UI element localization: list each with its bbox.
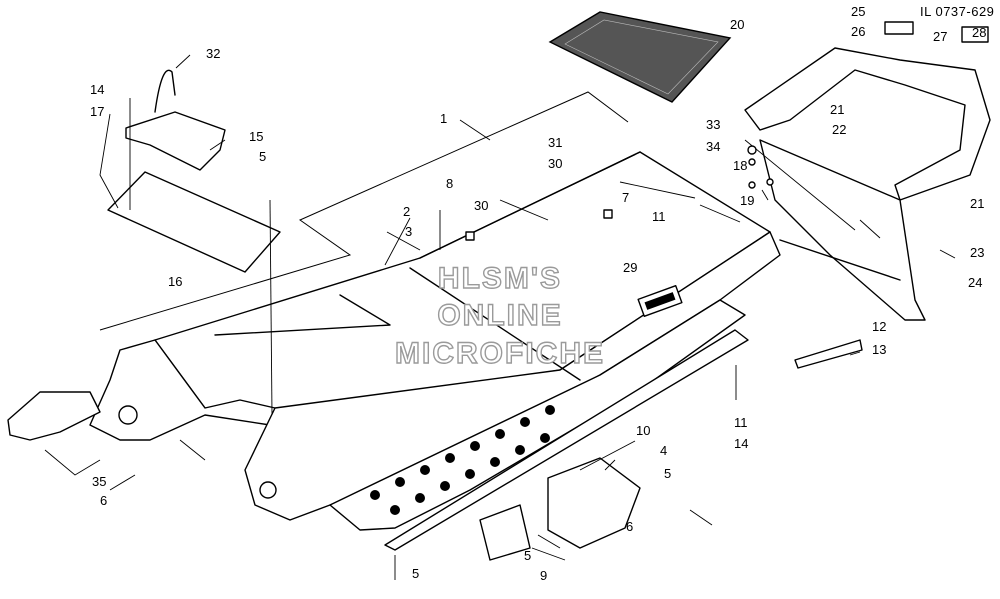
callout-24: 24: [968, 275, 982, 290]
callout-16: 16: [168, 274, 182, 289]
callout-6-right: 6: [626, 519, 633, 534]
washer-34: [748, 158, 756, 166]
grip-pad-20: [548, 11, 732, 103]
callout-5-right: 5: [664, 466, 671, 481]
bolt-19: [766, 178, 774, 186]
nut-33: [747, 145, 757, 155]
callout-11-bottom: 11: [734, 415, 748, 430]
heat-shield: [125, 111, 226, 171]
callout-26: 26: [851, 24, 865, 39]
illustration-reference: IL 0737-629: [920, 4, 994, 19]
callout-27: 27: [933, 29, 947, 44]
leader-line-5: [269, 199, 273, 416]
watermark-line-3: MICROFICHE: [395, 337, 605, 370]
grommet-30b: [465, 231, 475, 241]
decal-29-pattern: [644, 292, 676, 310]
callout-20: 20: [730, 17, 744, 32]
bolt-5d: [689, 509, 713, 526]
callout-32: 32: [206, 46, 220, 61]
rear-flap-24: [759, 139, 926, 321]
callout-11-top: 11: [652, 209, 666, 224]
callout-1: 1: [440, 111, 447, 126]
tunnel-group-bracket: [99, 91, 629, 331]
callout-21-right: 21: [970, 196, 984, 211]
tunnel-side-hole: [259, 481, 277, 499]
callout-29: 29: [623, 260, 637, 275]
tunnel-left-side-panel: [89, 339, 276, 441]
callout-5-bottom: 5: [412, 566, 419, 581]
callout-23: 23: [970, 245, 984, 260]
rear-bumper-assembly: [744, 21, 991, 321]
callout-5-plate: 5: [524, 548, 531, 563]
callout-12: 12: [872, 319, 886, 334]
callout-17: 17: [90, 104, 104, 119]
callout-10: 10: [636, 423, 650, 438]
tunnel-assembly: [89, 151, 781, 551]
callout-13: 13: [872, 342, 886, 357]
callout-34: 34: [706, 139, 720, 154]
callout-14-top: 14: [90, 82, 104, 97]
callout-31: 31: [548, 135, 562, 150]
callout-15: 15: [249, 129, 263, 144]
callout-19: 19: [740, 193, 754, 208]
tunnel-side-hole: [118, 405, 138, 425]
grommet-30: [603, 209, 613, 219]
hitch-bracket-4: [547, 457, 641, 549]
strap-32: [154, 69, 176, 113]
decal-25: [884, 21, 914, 35]
watermark-line-1: HLSM'S: [438, 262, 562, 295]
callout-leaders: [44, 54, 956, 561]
seat-base-plate: [107, 171, 281, 273]
bolt-6a: [179, 439, 206, 461]
tunnel-crease-line: [409, 267, 581, 381]
callout-7: 7: [622, 190, 629, 205]
callout-28: 28: [972, 25, 986, 40]
callout-14-bottom: 14: [734, 436, 748, 451]
bracket-12: [794, 339, 863, 369]
tunnel-triangle-decal-outline: [214, 294, 391, 336]
callout-6-left: 6: [100, 493, 107, 508]
bolt-18: [748, 181, 756, 189]
callout-4: 4: [660, 443, 667, 458]
callout-5-top: 5: [259, 149, 266, 164]
callout-9: 9: [540, 568, 547, 583]
plate-9: [479, 504, 531, 561]
rear-grab-handle: [744, 47, 991, 201]
running-board-holes: [370, 405, 555, 515]
decal-28: [961, 26, 989, 43]
callout-18: 18: [733, 158, 747, 173]
callout-25: 25: [851, 4, 865, 19]
tunnel-upper-rail: [419, 151, 641, 259]
hardware-markers: [179, 145, 774, 580]
callout-30-right: 30: [548, 156, 562, 171]
callout-22: 22: [832, 122, 846, 137]
callout-30-left: 30: [474, 198, 488, 213]
callout-2: 2: [403, 204, 410, 219]
watermark-line-2: ONLINE: [437, 299, 562, 332]
callout-numbers: 1 2 3 4 5 5 5 5 6 6 7 8 9 10 11 11 12 13…: [90, 4, 986, 583]
callout-33: 33: [706, 117, 720, 132]
callout-3: 3: [405, 224, 412, 239]
reinforcement-strip: [384, 329, 749, 551]
callout-35: 35: [92, 474, 106, 489]
callout-8: 8: [446, 176, 453, 191]
flap-edge-line: [779, 239, 901, 281]
grip-pad-texture: [564, 19, 719, 95]
bolt-5c: [537, 534, 561, 549]
callout-21-top: 21: [830, 102, 844, 117]
front-bracket-35: [7, 391, 101, 441]
handle-strap-line: [744, 139, 856, 231]
